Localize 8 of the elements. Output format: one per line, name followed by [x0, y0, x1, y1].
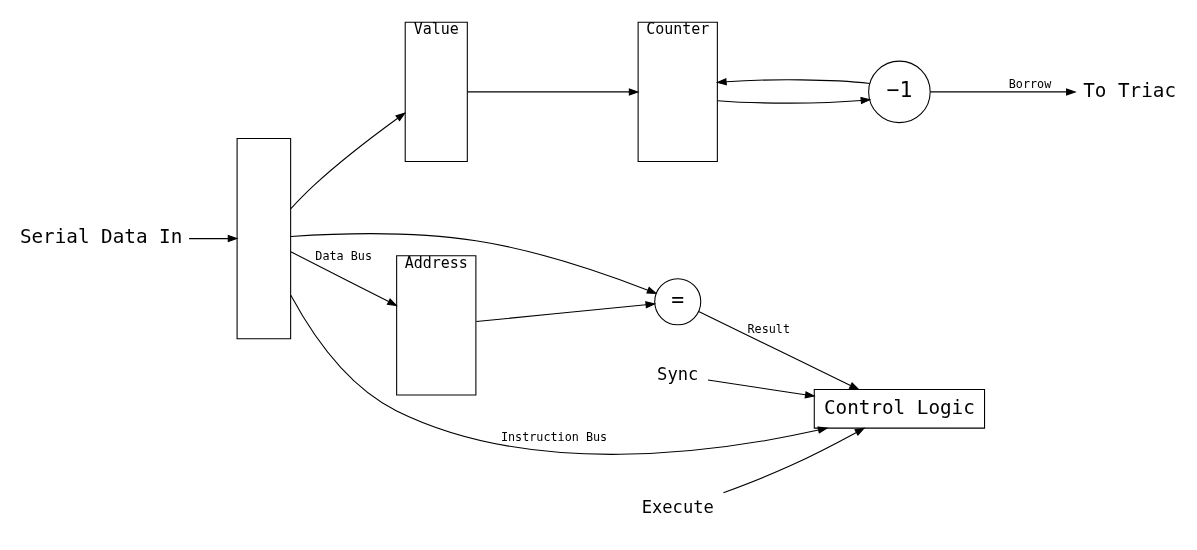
edge-label: Result: [747, 321, 791, 336]
node-text: Serial Data In: [19, 225, 183, 249]
edge-label: Data Bus: [315, 248, 372, 263]
node-text: To Triac: [1083, 78, 1177, 102]
edge-label: Borrow: [1008, 77, 1052, 92]
node-text: Sync: [657, 363, 699, 384]
edge-label: Instruction Bus: [500, 429, 608, 444]
node-text: Execute: [641, 496, 714, 517]
